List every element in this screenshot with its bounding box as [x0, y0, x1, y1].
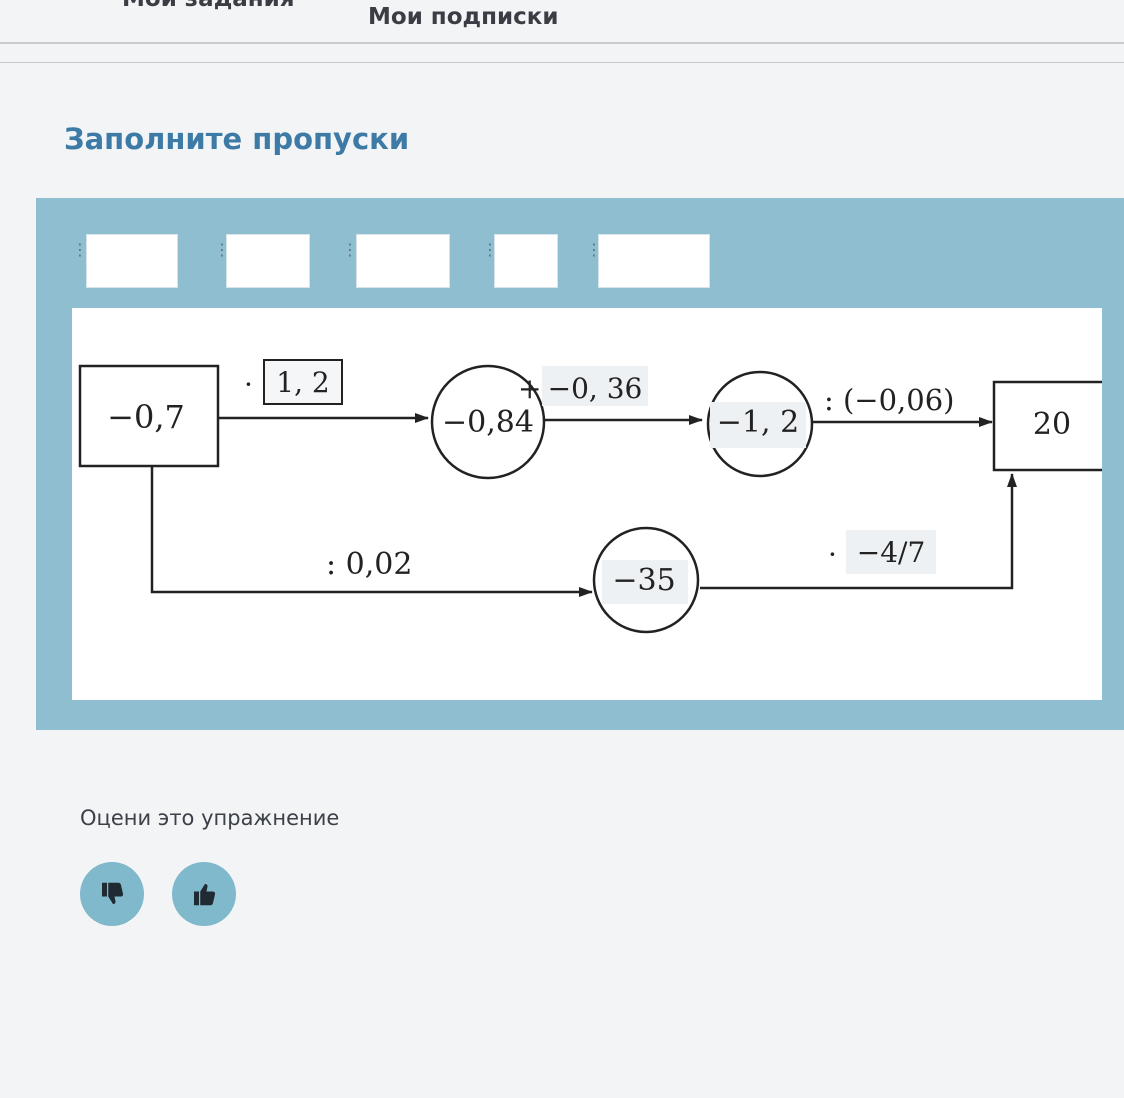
node-start-box	[78, 364, 220, 468]
op3-label: : (−0,06)	[824, 383, 955, 417]
task-title: Заполните пропуски	[64, 122, 410, 156]
top-tabs: Мои задания Мои подписки	[0, 0, 1124, 44]
drag-handle-icon[interactable]: ⋮	[214, 240, 230, 259]
drag-handle-icon[interactable]: ⋮	[586, 240, 602, 259]
tab-my-tasks[interactable]: Мои задания	[122, 0, 295, 12]
thumbs-up-icon	[194, 884, 216, 906]
node-lower-value: −35	[612, 563, 675, 598]
op5-sign: ·	[828, 538, 837, 571]
arrow-lower-to-finish	[700, 473, 1017, 590]
answer-slot-2[interactable]	[226, 234, 310, 288]
tab-my-subscriptions[interactable]: Мои подписки	[368, 4, 559, 30]
node-step1-value: −0,84	[442, 405, 534, 440]
drag-handle-icon[interactable]: ⋮	[342, 240, 358, 259]
node-step1-circle	[430, 364, 546, 480]
arrow-start-to-lower	[150, 466, 593, 597]
op1-value: 1, 2	[276, 366, 329, 399]
op2-value: −0, 36	[548, 372, 643, 405]
flow-diagram: −0,7 −0,84 −1, 2 20 −35 · 1, 2 + −0, 36 …	[78, 359, 1106, 634]
rating-title: Оцени это упражнение	[80, 806, 340, 830]
answer-slot-3[interactable]	[356, 234, 450, 288]
divider	[0, 62, 1124, 63]
answer-field-op1[interactable]	[263, 359, 343, 405]
dislike-button[interactable]	[80, 862, 144, 926]
answer-field-op2[interactable]	[542, 366, 648, 406]
answer-field-step2[interactable]	[710, 402, 806, 448]
tabs-underline	[0, 42, 1124, 44]
node-start-value: −0,7	[107, 398, 185, 436]
node-finish-value: 20	[1033, 407, 1071, 442]
op2-sign: +	[518, 372, 541, 405]
op5-value: −4/7	[857, 536, 926, 569]
answer-slot-1[interactable]	[86, 234, 178, 288]
thumbs-down-icon	[102, 882, 124, 904]
answer-slot-5[interactable]	[598, 234, 710, 288]
diagram-area: −0,7 −0,84 −1, 2 20 −35 · 1, 2 + −0, 36 …	[72, 308, 1106, 700]
drag-handle-icon[interactable]: ⋮	[72, 240, 88, 259]
answer-slot-4[interactable]	[494, 234, 558, 288]
like-button[interactable]	[172, 862, 236, 926]
exercise-panel: ⋮ ⋮ ⋮ ⋮ ⋮ −0,7	[36, 198, 1124, 730]
node-finish-box	[992, 380, 1106, 472]
op4-label: : 0,02	[326, 547, 412, 582]
op1-sign: ·	[244, 368, 253, 401]
answer-field-op5[interactable]	[846, 530, 936, 574]
answer-field-lower[interactable]	[602, 560, 688, 604]
node-step2-value: −1, 2	[717, 405, 799, 440]
drag-handle-icon[interactable]: ⋮	[482, 240, 498, 259]
